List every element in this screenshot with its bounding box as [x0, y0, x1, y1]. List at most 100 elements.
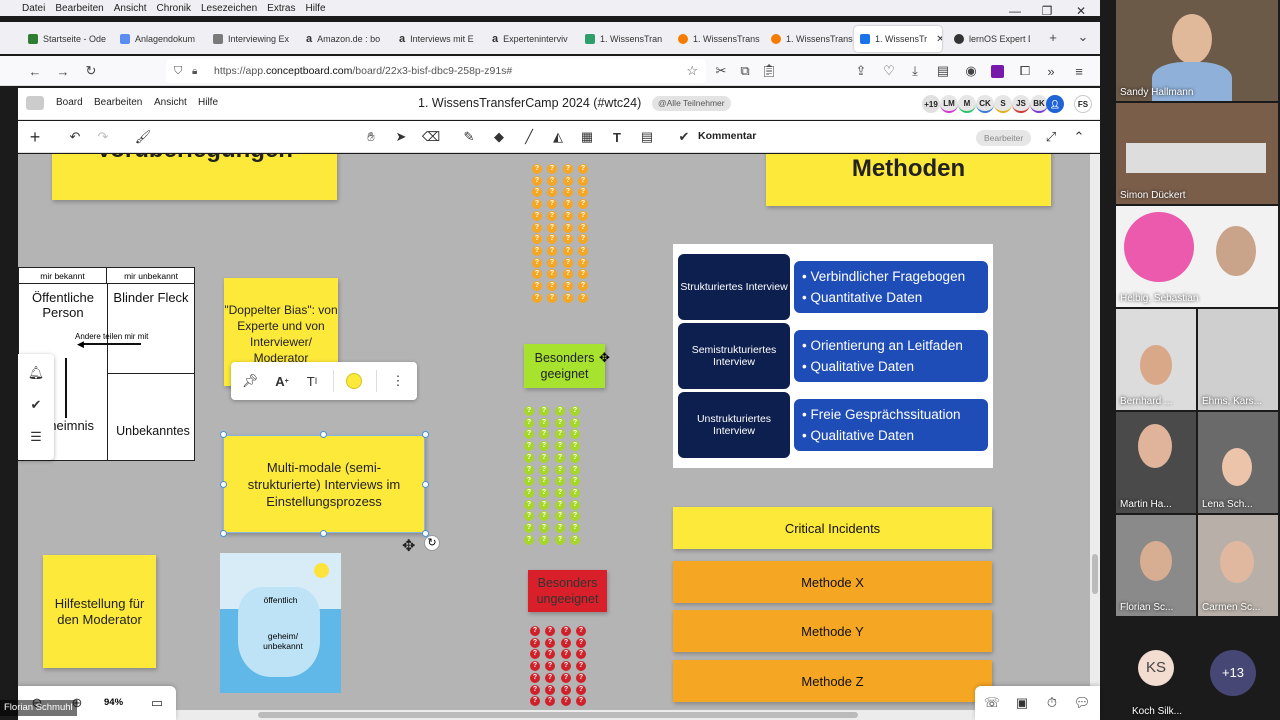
more-tools-icon[interactable]: »	[1047, 63, 1055, 79]
font-size-icon[interactable]: A+	[275, 373, 289, 389]
pointer-tool-icon[interactable]: ➤	[395, 129, 407, 144]
method-critical-incidents[interactable]: Critical Incidents	[673, 507, 992, 549]
video-tile[interactable]: KS Koch Silk...	[1116, 618, 1196, 720]
menu-hilfe[interactable]: Hilfe	[305, 2, 326, 14]
resize-handle[interactable]	[220, 481, 227, 488]
tab-interviewing[interactable]: Interviewing Ex	[207, 26, 295, 52]
forward-icon[interactable]: →	[56, 63, 70, 79]
redo-icon[interactable]: ↷	[97, 129, 109, 144]
menu-lesezeichen[interactable]: Lesezeichen	[201, 2, 258, 14]
marker-tool-icon[interactable]: ◆	[494, 129, 504, 144]
copy-icon[interactable]: ⧉	[740, 63, 750, 78]
resize-handle[interactable]	[320, 431, 327, 438]
video-tile[interactable]: Carmen Sc...	[1198, 515, 1278, 616]
resize-handle[interactable]	[422, 481, 429, 488]
text-tool-icon[interactable]: T	[613, 129, 621, 145]
hand-tool-icon[interactable]: ✋︎	[367, 129, 375, 144]
menu-bearbeiten[interactable]: Bearbeiten	[55, 2, 104, 14]
video-tile[interactable]: Martin Ha...	[1116, 412, 1196, 513]
video-tile[interactable]: Sandy Hallmann	[1116, 0, 1278, 101]
sticky-besonders-geeignet[interactable]: Besonders geeignet	[524, 344, 605, 388]
app-menu-ansicht[interactable]: Ansicht	[154, 97, 187, 108]
horizontal-scrollbar[interactable]	[18, 710, 1090, 720]
avatar-lm[interactable]: LM	[940, 95, 958, 113]
paste-icon[interactable]: 📋︎	[760, 63, 778, 78]
method-y[interactable]: Methode Y	[673, 610, 992, 652]
add-user-icon[interactable]: 👤︎	[1046, 95, 1064, 113]
pocket-icon[interactable]: ♡	[883, 63, 895, 78]
cut-icon[interactable]: ✂	[715, 63, 727, 78]
avatar-more[interactable]: +19	[922, 95, 940, 113]
close-window-icon[interactable]: ✕	[1075, 4, 1087, 18]
fullscreen-icon[interactable]: ⤢	[1045, 129, 1057, 144]
vertical-scrollbar[interactable]	[1090, 154, 1100, 714]
inbox-icon[interactable]: ▣	[1015, 695, 1029, 710]
save-page-icon[interactable]: ⇪	[855, 63, 867, 78]
menu-ansicht[interactable]: Ansicht	[113, 2, 147, 14]
tab-anlagendokum[interactable]: Anlagendokum	[114, 26, 202, 52]
avatar-bk[interactable]: BK	[1030, 95, 1048, 113]
eraser-icon[interactable]: ⌫	[421, 129, 441, 144]
resize-handle[interactable]	[220, 431, 227, 438]
app-menu-board[interactable]: Board	[56, 97, 83, 108]
tab-startseite[interactable]: Startseite - Ode	[22, 26, 110, 52]
editor-button[interactable]: Bearbeiter	[976, 130, 1032, 146]
tasks-check-icon[interactable]: ✔	[30, 397, 42, 412]
back-icon[interactable]: ←	[28, 63, 42, 79]
tab-wissenstransfer-3[interactable]: 1. WissensTrans	[765, 26, 853, 52]
app-menu-bearbeiten[interactable]: Bearbeiten	[94, 97, 143, 108]
shapes-tool-icon[interactable]: ◭	[553, 129, 563, 144]
tab-wissenstransfer-1[interactable]: 1. WissensTran	[579, 26, 667, 52]
list-icon[interactable]: ☰	[30, 429, 42, 444]
bookmark-star-icon[interactable]: ☆	[686, 63, 698, 78]
zoom-level[interactable]: 94%	[104, 697, 124, 708]
new-tab-icon[interactable]: +	[1049, 29, 1057, 45]
chat-icon[interactable]: 💬︎	[1073, 695, 1091, 710]
method-z[interactable]: Methode Z	[673, 660, 992, 702]
sticky-moderator-help[interactable]: Hilfestellung für den Moderator	[43, 555, 156, 668]
tab-wissenstransfer-2[interactable]: 1. WissensTrans	[672, 26, 760, 52]
call-icon[interactable]: ☏	[983, 695, 1001, 710]
avatar-ck[interactable]: CK	[976, 95, 994, 113]
zoom-in-icon[interactable]: ⊕	[71, 695, 83, 710]
sidebar-toggle-icon[interactable]: ▤	[936, 63, 950, 78]
iceberg-image[interactable]: öffentlich geheim/ unbekannt	[220, 553, 341, 693]
menu-extras[interactable]: Extras	[267, 2, 296, 14]
menu-chronik[interactable]: Chronik	[156, 2, 191, 14]
table-tool-icon[interactable]: ▦	[580, 129, 594, 144]
minimize-icon[interactable]: —	[1009, 4, 1021, 18]
hamburger-menu-icon[interactable]: ≡	[1075, 63, 1083, 79]
video-tile[interactable]: Florian Sc...	[1116, 515, 1196, 616]
more-participants-badge[interactable]: +13	[1210, 650, 1256, 696]
tab-lernos[interactable]: lernOS Expert D	[948, 26, 1030, 52]
tab-list-icon[interactable]: ⌄	[1077, 29, 1089, 44]
collapse-toolbar-icon[interactable]: ⌃	[1073, 129, 1085, 144]
sticky-multimodal-interviews[interactable]: Multi-modale (semi-strukturierte) Interv…	[223, 435, 425, 533]
reload-icon[interactable]: ↻	[85, 63, 97, 78]
pin-icon[interactable]: 📌︎	[241, 373, 259, 388]
more-participants-tile[interactable]: +13	[1198, 618, 1278, 720]
participants-pill[interactable]: @Alle Teilnehmer	[652, 96, 731, 111]
video-tile[interactable]: Bernhard ...	[1116, 309, 1196, 410]
avatar-m[interactable]: M	[958, 95, 976, 113]
resize-handle[interactable]	[422, 431, 429, 438]
comment-icon[interactable]: ✔	[678, 129, 690, 144]
account-icon[interactable]: ◉	[965, 63, 977, 78]
sticky-besonders-ungeeignet[interactable]: Besonders ungeeignet	[528, 570, 607, 612]
board-title[interactable]: 1. WissensTransferCamp 2024 (#wtc24)	[418, 96, 642, 110]
interview-types-graphic[interactable]: Strukturiertes Interview • Verbindlicher…	[673, 244, 993, 468]
url-bar[interactable]: ⛉ 🔒︎ https://app.conceptboard.com/board/…	[166, 59, 706, 83]
add-icon[interactable]: +	[29, 126, 41, 147]
presentation-icon[interactable]: ▭	[150, 695, 164, 710]
move-icon[interactable]: ✥	[402, 538, 416, 555]
sticky-methoden[interactable]: Methoden	[766, 154, 1051, 206]
tab-wissenstransfer-active[interactable]: 1. WissensTr✕	[854, 26, 942, 52]
notification-bell-icon[interactable]: 🔔︎	[27, 365, 45, 380]
close-tab-icon[interactable]: ✕	[936, 33, 942, 45]
video-tile[interactable]: Helbig, Sebastian	[1116, 206, 1278, 307]
avatar-js[interactable]: JS	[1012, 95, 1030, 113]
color-picker-icon[interactable]	[346, 373, 362, 389]
